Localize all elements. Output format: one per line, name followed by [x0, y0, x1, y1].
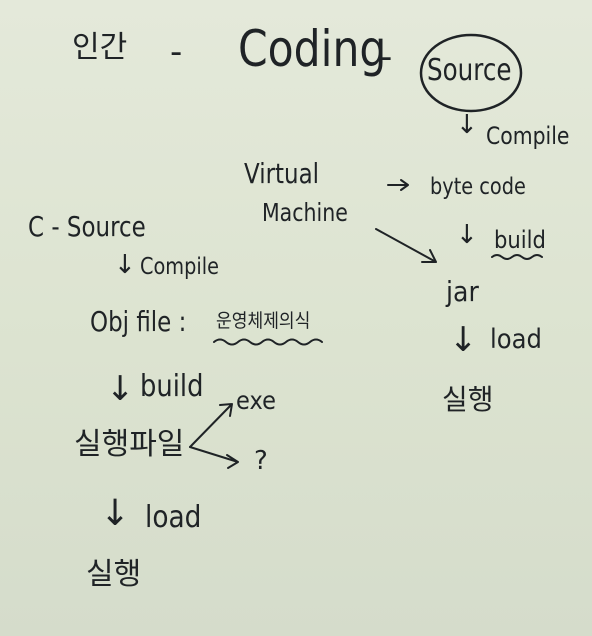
c-execute-label: 실행: [86, 557, 142, 592]
java-compile-label: Compile: [486, 122, 570, 150]
human-label: 인간: [72, 30, 128, 65]
vm-to-jar-arrow: [375, 228, 437, 263]
obj-note-label: 운영체제의식: [216, 310, 311, 332]
coding-label: Coding: [238, 20, 387, 78]
source-circle: [419, 33, 523, 113]
down-arrow-compile-java: ↓: [456, 110, 478, 140]
exe-label: exe: [236, 386, 276, 415]
jar-label: jar: [446, 275, 479, 308]
question-label: ?: [254, 446, 268, 476]
obj-note-underline: [213, 338, 323, 346]
c-compile-label: Compile: [140, 254, 220, 280]
virtual-label: Virtual: [244, 157, 320, 190]
java-build-label: build: [494, 226, 546, 254]
source-label: Source: [427, 53, 512, 88]
c-source-label: C - Source: [28, 210, 146, 243]
vm-to-bytecode-arrow: [387, 179, 409, 191]
c-load-label: load: [145, 500, 202, 535]
java-execute-label: 실행: [442, 383, 494, 416]
down-arrow-build-java: ↓: [456, 220, 478, 250]
build-underline: [491, 254, 543, 260]
down-arrow-load-java: ↓: [449, 320, 478, 360]
down-arrow-build-c: ↓: [106, 369, 135, 409]
down-arrow-load-c: ↓: [100, 493, 131, 534]
fork-arrow-question: [189, 446, 239, 469]
fork-arrow-exe: [189, 403, 233, 448]
java-load-label: load: [490, 324, 542, 355]
dash-1: -: [170, 32, 183, 72]
dash-2: -: [380, 37, 393, 77]
obj-file-label: Obj file :: [90, 305, 187, 338]
machine-label: Machine: [262, 198, 348, 227]
c-executable-file-label: 실행파일: [74, 427, 185, 462]
c-build-label: build: [140, 369, 204, 404]
down-arrow-compile-c: ↓: [114, 250, 136, 280]
byte-code-label: byte code: [430, 174, 526, 200]
